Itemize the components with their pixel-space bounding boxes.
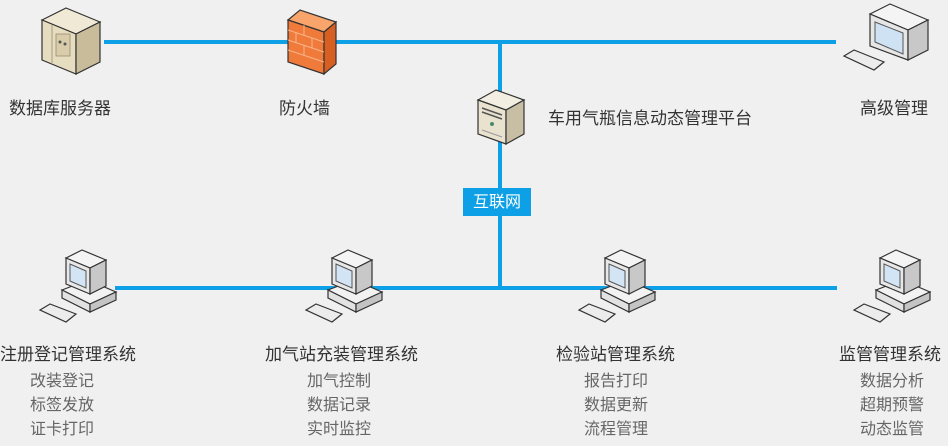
feature-item: 数据更新	[584, 395, 649, 414]
workstation-icon	[852, 249, 932, 323]
firewall-label: 防火墙	[279, 99, 330, 119]
workstation-icon	[577, 249, 657, 323]
vertical-trunk-line	[498, 40, 502, 290]
feature-item: 改装登记	[30, 371, 95, 390]
system-label: 检验站管理系统	[556, 345, 675, 365]
bottom-bus-line	[115, 286, 837, 290]
feature-item: 动态监管	[860, 419, 925, 438]
feature-item: 流程管理	[584, 419, 649, 438]
system-label: 注册登记管理系统	[0, 345, 136, 365]
platform-label: 车用气瓶信息动态管理平台	[548, 109, 752, 129]
top-bus-line	[104, 40, 836, 44]
system-label: 监管管理系统	[839, 345, 941, 365]
workstation-icon	[304, 249, 384, 323]
feature-list: 加气控制数据记录实时监控	[307, 369, 371, 441]
feature-item: 数据分析	[860, 371, 925, 390]
system-label: 加气站充装管理系统	[265, 345, 418, 365]
feature-item: 超期预警	[860, 395, 925, 414]
workstation-icon	[38, 249, 118, 323]
feature-list: 数据分析超期预警动态监管	[860, 369, 924, 441]
feature-item: 实时监控	[307, 419, 372, 438]
database-server-icon	[40, 7, 102, 75]
feature-item: 数据记录	[307, 395, 372, 414]
feature-list: 改装登记标签发放证卡打印	[30, 369, 94, 441]
feature-item: 标签发放	[30, 395, 95, 414]
internet-hub-badge: 互联网	[463, 188, 532, 216]
workstation-icon	[842, 3, 930, 71]
feature-item: 加气控制	[307, 371, 372, 390]
advanced-management-label: 高级管理	[860, 99, 928, 119]
firewall-icon	[286, 9, 338, 76]
feature-item: 证卡打印	[30, 419, 95, 438]
feature-list: 报告打印数据更新流程管理	[584, 369, 648, 441]
feature-item: 报告打印	[584, 371, 649, 390]
database-server-label: 数据库服务器	[9, 99, 111, 119]
server-icon	[476, 89, 526, 146]
